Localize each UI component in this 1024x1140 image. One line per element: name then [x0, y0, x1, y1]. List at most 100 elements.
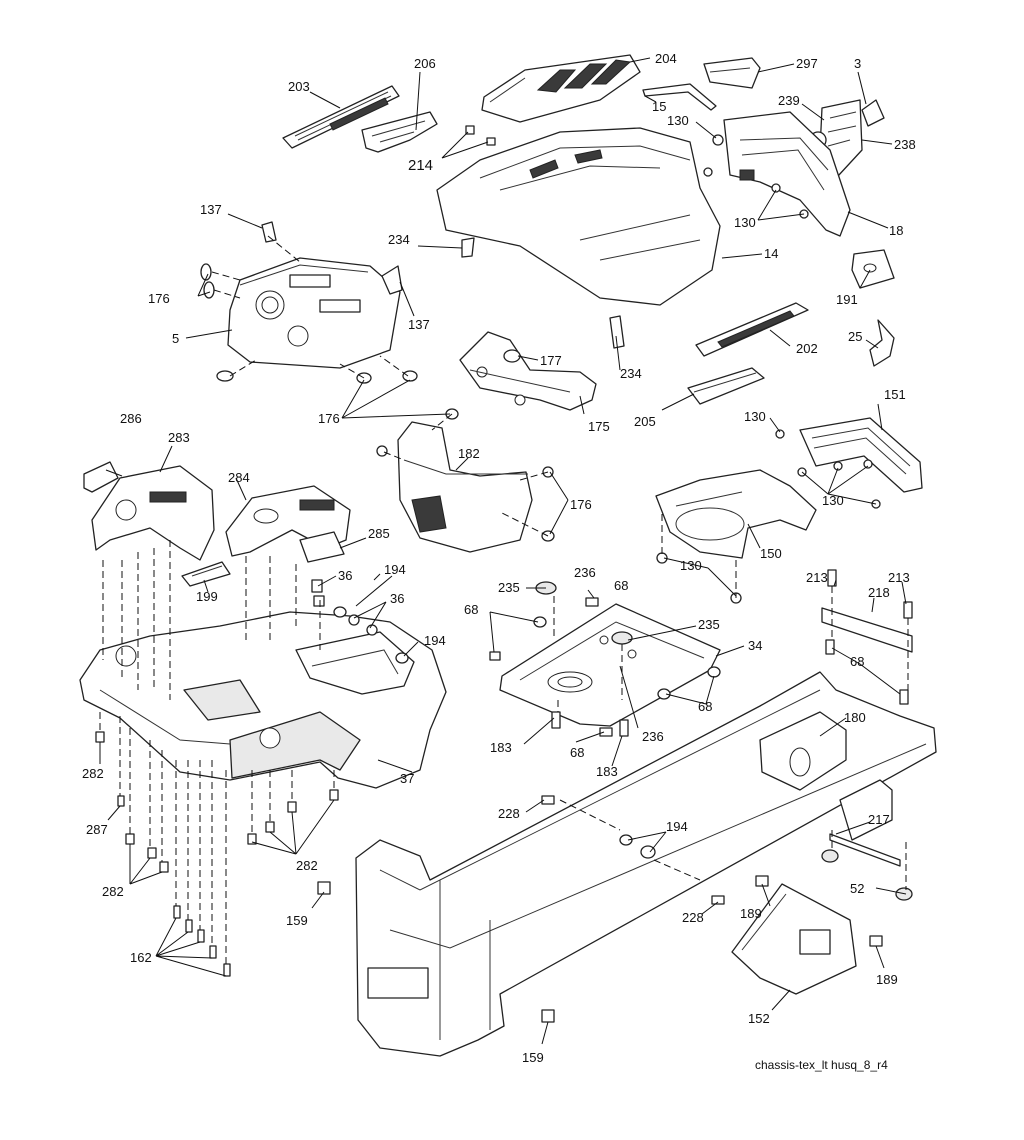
callout-235-right: 235	[698, 617, 720, 632]
callout-130-grille: 130	[734, 215, 756, 230]
callout-282-left: 282	[82, 766, 104, 781]
callout-217: 217	[868, 812, 890, 827]
callout-130-top: 130	[667, 113, 689, 128]
part-177-clip	[503, 349, 521, 363]
callout-214: 214	[408, 157, 433, 174]
part-151-bracket	[799, 417, 923, 493]
callout-228-top: 228	[498, 806, 520, 821]
callout-68-frame: 68	[850, 654, 864, 669]
callout-68-top: 68	[614, 578, 628, 593]
part-191-lens	[851, 249, 895, 289]
callout-285: 285	[368, 526, 390, 541]
callout-194-frame: 194	[666, 819, 688, 834]
callout-3: 3	[854, 56, 861, 71]
callout-68-bottom: 68	[570, 745, 584, 760]
part-152-guard	[731, 883, 857, 995]
callout-180: 180	[844, 710, 866, 725]
part-205-duct	[687, 367, 765, 405]
callout-36-right: 36	[390, 591, 404, 606]
part-199-plate	[181, 561, 231, 587]
callout-206: 206	[414, 56, 436, 71]
callout-25: 25	[848, 329, 862, 344]
callout-183-left: 183	[490, 740, 512, 755]
callout-159-left: 159	[286, 913, 308, 928]
part-285-trim	[299, 531, 345, 563]
callout-176-dash: 176	[148, 291, 170, 306]
callout-14: 14	[764, 246, 778, 261]
part-283-left-cover	[91, 465, 215, 561]
callout-36-left: 36	[338, 568, 352, 583]
callout-194-mid: 194	[424, 633, 446, 648]
callout-137-top: 137	[200, 202, 222, 217]
part-217-rod	[829, 833, 901, 867]
callout-235-top: 235	[498, 580, 520, 595]
drawing-reference: chassis-tex_lt husq_8_r4	[755, 1058, 888, 1072]
part-203-grille-strip	[282, 85, 400, 149]
callout-239: 239	[778, 93, 800, 108]
callout-236-low: 236	[642, 729, 664, 744]
callout-150: 150	[760, 546, 782, 561]
part-182-lower-cover	[397, 421, 533, 553]
callout-297: 297	[796, 56, 818, 71]
callout-282-right: 282	[296, 858, 318, 873]
part-218-plate	[821, 607, 913, 653]
part-286-cap	[83, 461, 119, 493]
part-137-bracket	[261, 221, 403, 295]
part-37-fender	[79, 611, 447, 789]
callout-68-right: 68	[698, 699, 712, 714]
callout-183-right: 183	[596, 764, 618, 779]
callout-37: 37	[400, 771, 414, 786]
callout-213-left: 213	[806, 570, 828, 585]
callout-15: 15	[652, 99, 666, 114]
part-3-badge	[861, 99, 885, 127]
callout-236-top: 236	[574, 565, 596, 580]
callout-283: 283	[168, 430, 190, 445]
callout-137-right: 137	[408, 317, 430, 332]
callout-130-bracket-low: 130	[822, 493, 844, 508]
callout-162: 162	[130, 950, 152, 965]
part-14-hood	[436, 127, 721, 306]
callout-labels: 203 206 214 204 297 3 15 130 239 238 18 …	[82, 51, 916, 1072]
part-204-top-vent-cover	[481, 54, 641, 123]
callout-176-mid: 176	[318, 411, 340, 426]
callout-228-low: 228	[682, 910, 704, 925]
callout-205: 205	[634, 414, 656, 429]
callout-203: 203	[288, 79, 310, 94]
callout-18: 18	[889, 223, 903, 238]
callout-238: 238	[894, 137, 916, 152]
part-18-grille-housing	[723, 111, 851, 237]
part-180-frame	[355, 671, 937, 1057]
callout-286: 286	[120, 411, 142, 426]
callout-152: 152	[748, 1011, 770, 1026]
part-175-console-bracket	[459, 331, 597, 411]
callout-204: 204	[655, 51, 677, 66]
part-176-grommets-upper	[200, 263, 215, 299]
callout-130-tray: 130	[680, 558, 702, 573]
part-5-dash-panel	[227, 257, 401, 369]
callout-151: 151	[884, 387, 906, 402]
callout-175: 175	[588, 419, 610, 434]
callout-176-right: 176	[570, 497, 592, 512]
leader-lines	[99, 57, 907, 1045]
part-34-mounting-plate	[499, 603, 721, 727]
callout-218: 218	[868, 585, 890, 600]
callout-189-left: 189	[740, 906, 762, 921]
part-150-battery-tray	[655, 469, 817, 559]
callout-177: 177	[540, 353, 562, 368]
callout-34: 34	[748, 638, 762, 653]
callout-191: 191	[836, 292, 858, 307]
part-206-panel	[361, 111, 438, 153]
callout-194-upper: 194	[384, 562, 406, 577]
callout-199: 199	[196, 589, 218, 604]
callout-189-right: 189	[876, 972, 898, 987]
callout-282-low: 282	[102, 884, 124, 899]
callout-287: 287	[86, 822, 108, 837]
part-214-clips	[465, 125, 496, 146]
callout-213-right: 213	[888, 570, 910, 585]
callout-202: 202	[796, 341, 818, 356]
callout-130-bracket: 130	[744, 409, 766, 424]
callout-52: 52	[850, 881, 864, 896]
callout-5: 5	[172, 331, 179, 346]
